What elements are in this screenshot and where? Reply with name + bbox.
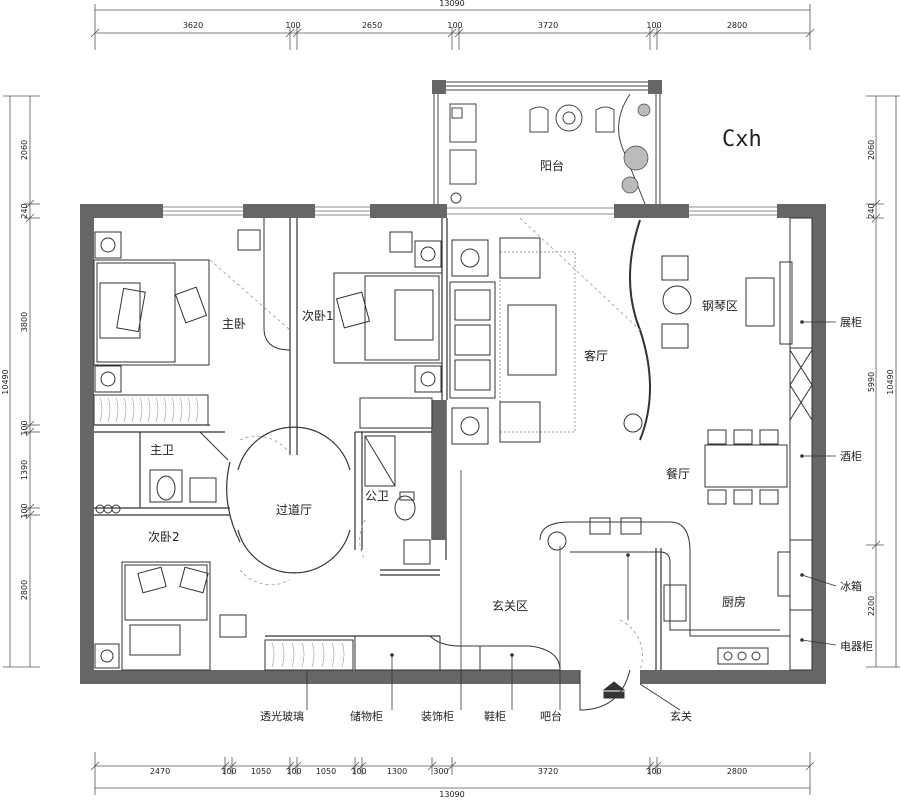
master-bath-fixtures	[95, 431, 229, 514]
master-wardrobe	[93, 394, 209, 426]
door-swings	[209, 217, 643, 671]
label-bedroom-1: 次卧1	[302, 309, 334, 323]
label-bedroom-2: 次卧2	[148, 530, 180, 544]
balcony-plants	[621, 103, 651, 194]
dim-top-3: 100	[447, 21, 462, 30]
dim-left-2: 3800	[20, 312, 29, 332]
anno-storage: 储物柜	[350, 709, 383, 723]
label-living-room: 客厅	[584, 348, 608, 363]
dim-bottom-total: 13090	[439, 790, 464, 799]
dim-bottom-6: 1300	[387, 767, 407, 776]
anno-fridge: 冰箱	[840, 579, 862, 593]
dim-left-3: 100	[20, 420, 29, 435]
dim-left-0: 2060	[20, 140, 29, 160]
storage-hatch	[271, 642, 345, 668]
foyer-cabinets	[354, 635, 631, 711]
label-foyer: 玄关区	[492, 598, 528, 613]
dim-right-total: 10490	[886, 369, 895, 394]
hall-rotunda	[226, 426, 351, 574]
dim-top-5: 100	[646, 21, 661, 30]
dim-top-total: 13090	[439, 0, 464, 8]
anno-shoe-cabinet: 鞋柜	[484, 709, 506, 723]
kitchen-counter	[539, 517, 790, 665]
exterior-walls	[80, 80, 826, 684]
dim-bottom-5: 100	[351, 767, 366, 776]
anno-glass: 透光玻璃	[260, 709, 304, 723]
dimension-left	[3, 95, 40, 668]
dim-right-2: 5990	[867, 372, 876, 392]
anno-wine-cabinet: 酒柜	[840, 450, 862, 463]
public-bath-fixtures	[364, 435, 431, 565]
dim-left-4: 1390	[20, 460, 29, 480]
living-furniture	[449, 219, 651, 445]
dim-bottom-1: 100	[221, 767, 236, 776]
wardrobe-hatch	[99, 397, 199, 423]
piano-area	[661, 255, 793, 349]
dim-bottom-2: 1050	[251, 767, 271, 776]
balcony-outline	[433, 81, 661, 205]
label-balcony: 阳台	[540, 158, 564, 173]
cabinets-right	[777, 217, 813, 671]
dim-left-total: 10490	[1, 369, 10, 394]
annotation-dots	[390, 320, 804, 657]
anno-bar: 吧台	[540, 709, 562, 723]
dim-top-4: 3720	[538, 21, 558, 30]
anno-appliance-cabinet: 电器柜	[840, 640, 873, 653]
dim-right-1: 240	[867, 203, 876, 218]
dim-bottom-0: 2470	[150, 767, 170, 776]
dim-bottom-10: 2800	[727, 767, 747, 776]
label-public-bath: 公卫	[365, 489, 389, 503]
dimension-bottom	[90, 752, 815, 795]
label-master-bedroom: 主卧	[222, 317, 246, 331]
annotation-leaders	[306, 321, 837, 711]
master-bed	[93, 218, 291, 393]
dim-top-1: 100	[285, 21, 300, 30]
dim-left-1: 240	[20, 203, 29, 218]
anno-entry: 玄关	[670, 709, 692, 723]
dim-bottom-4: 1050	[316, 767, 336, 776]
dim-top-0: 3620	[183, 21, 203, 30]
label-master-bath: 主卫	[150, 443, 174, 457]
dimension-right	[866, 95, 900, 668]
label-piano-area: 钢琴区	[702, 299, 738, 313]
anno-decor-cabinet: 装饰柜	[421, 709, 454, 723]
dimension-top	[90, 4, 815, 50]
dim-right-0: 2060	[867, 140, 876, 160]
signature: Cxh	[722, 127, 762, 152]
dim-left-5: 100	[20, 503, 29, 518]
dim-top-6: 2800	[727, 21, 747, 30]
dim-left-6: 2800	[20, 580, 29, 600]
interior-walls	[94, 218, 662, 670]
dim-bottom-3: 100	[286, 767, 301, 776]
dim-right-3: 2200	[867, 596, 876, 616]
bed2-furniture	[94, 561, 354, 671]
dim-bottom-9: 100	[646, 767, 661, 776]
dim-bottom-7: 300	[433, 767, 448, 776]
dim-top-2: 2650	[362, 21, 382, 30]
bed1-furniture	[333, 231, 443, 429]
dim-bottom-8: 3720	[538, 767, 558, 776]
label-kitchen: 厨房	[722, 594, 746, 609]
label-dining: 餐厅	[666, 466, 690, 481]
windows	[163, 206, 777, 216]
dining-set	[704, 429, 788, 505]
glass-partition	[432, 400, 446, 540]
label-hall: 过道厅	[276, 503, 312, 517]
anno-display-cabinet: 展柜	[840, 316, 862, 329]
